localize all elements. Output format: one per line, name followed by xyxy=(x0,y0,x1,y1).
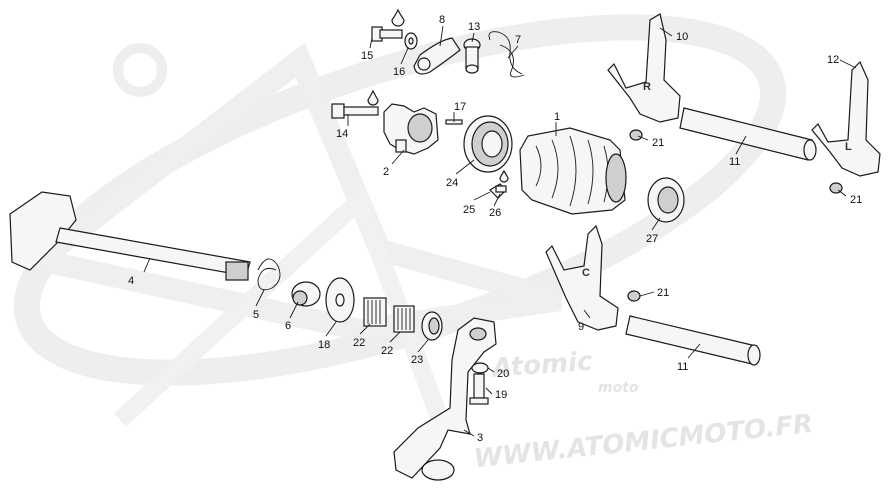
part-19-screw xyxy=(469,373,489,405)
callout-7: 7 xyxy=(515,34,521,46)
callout-23: 23 xyxy=(411,354,423,366)
fork-c-letter: C xyxy=(582,267,590,279)
callout-13: 13 xyxy=(468,21,480,33)
part-12-shift-fork-l: L xyxy=(811,60,881,177)
callout-20: 20 xyxy=(497,368,509,380)
callout-21-c: 21 xyxy=(657,287,669,299)
part-23-seal xyxy=(421,311,443,341)
part-8-lever xyxy=(413,37,461,75)
callout-9: 9 xyxy=(578,321,584,333)
part-6-collar xyxy=(291,281,321,307)
callout-18: 18 xyxy=(318,339,330,351)
leader-lines xyxy=(143,25,857,437)
callout-25: 25 xyxy=(463,204,475,216)
callout-14: 14 xyxy=(336,128,348,140)
part-27-bearing xyxy=(647,177,685,223)
part-15-screw xyxy=(371,8,405,42)
part-11-fork-shaft-lower xyxy=(625,315,761,366)
callout-22-a: 22 xyxy=(353,337,365,349)
callout-16: 16 xyxy=(393,66,405,78)
callout-8: 8 xyxy=(439,14,445,26)
callout-24: 24 xyxy=(446,177,458,189)
part-7-spring xyxy=(488,31,525,78)
part-22-needle-bearing-b xyxy=(393,305,415,333)
callout-15: 15 xyxy=(361,50,373,62)
part-11-fork-shaft-upper xyxy=(679,107,817,161)
watermark-logo: Atomic xyxy=(489,347,594,384)
callout-6: 6 xyxy=(285,320,291,332)
fork-r-letter: R xyxy=(643,81,651,93)
part-21-pin-a xyxy=(629,129,643,141)
part-13-pin xyxy=(463,38,481,74)
callout-11-a: 11 xyxy=(729,156,740,168)
part-16-washer xyxy=(404,32,418,50)
part-14-screw xyxy=(331,89,379,119)
part-24-bearing xyxy=(463,115,513,173)
part-26-screw xyxy=(495,169,509,193)
callout-labels: 15 16 8 13 7 14 2 17 24 1 27 25 26 10 12… xyxy=(128,14,862,444)
callout-5: 5 xyxy=(253,309,259,321)
callout-27: 27 xyxy=(646,233,658,245)
part-21-pin-c xyxy=(627,290,641,302)
callout-2: 2 xyxy=(383,166,389,178)
callout-21-b: 21 xyxy=(850,194,862,206)
part-22-needle-bearing-a xyxy=(363,297,387,327)
callout-26: 26 xyxy=(489,207,501,219)
callout-12: 12 xyxy=(827,54,839,66)
part-18-washer xyxy=(325,277,355,323)
watermark-logo-sub: moto xyxy=(598,380,639,396)
fork-l-letter: L xyxy=(845,141,852,153)
part-9-shift-fork-c: C xyxy=(545,224,619,331)
watermark: Atomic moto WWW.ATOMICMOTO.FR xyxy=(13,14,815,475)
part-2-drum-cam xyxy=(383,103,439,155)
callout-11-b: 11 xyxy=(677,361,688,373)
callout-1: 1 xyxy=(554,111,560,123)
part-5-spring xyxy=(257,258,281,291)
callout-3: 3 xyxy=(477,432,483,444)
callout-21-a: 21 xyxy=(652,137,664,149)
callout-22-b: 22 xyxy=(381,345,393,357)
part-10-shift-fork-r: R xyxy=(607,13,681,123)
callout-19: 19 xyxy=(495,389,507,401)
callout-17: 17 xyxy=(454,101,466,113)
watermark-site: WWW.ATOMICMOTO.FR xyxy=(473,409,815,474)
callout-10: 10 xyxy=(676,31,688,43)
part-3-gear-lever xyxy=(393,317,497,481)
callout-4: 4 xyxy=(128,275,134,287)
part-1-shift-drum xyxy=(519,127,627,215)
part-4-selector-shaft xyxy=(9,191,251,281)
